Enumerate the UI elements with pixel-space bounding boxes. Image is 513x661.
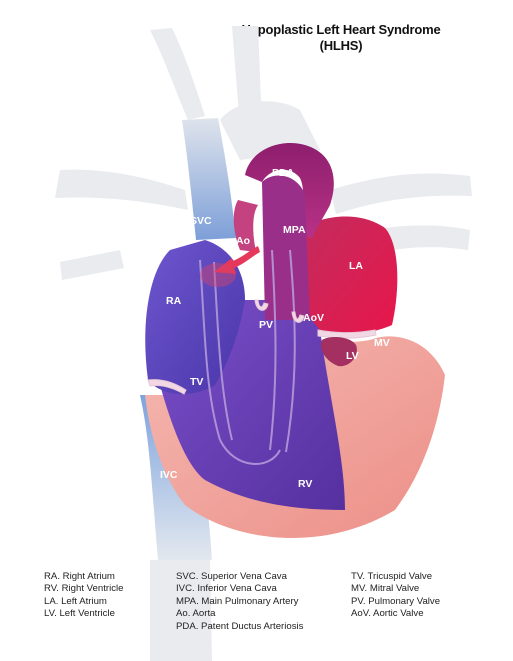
label-svc: SVC [190,215,212,227]
label-pv: PV [259,319,273,331]
main-pulmonary-artery-trunk [262,175,310,320]
label-mv: MV [374,337,390,349]
legend-column-chambers: RA. Right Atrium RV. Right Ventricle LA.… [44,571,123,621]
tricuspid-valve-mark [147,379,187,395]
label-tv: TV [190,376,203,388]
label-mpa: MPA [283,224,306,236]
legend-item: MV. Mitral Valve [351,583,420,595]
label-ao: Ao [236,235,250,247]
legend-column-valves: TV. Tricuspid Valve MV. Mitral Valve PV.… [351,571,440,621]
legend-column-vessels: SVC. Superior Vena Cava IVC. Inferior Ve… [176,571,303,633]
pda-arch [245,143,334,238]
label-pda: PDA [272,167,295,179]
label-ivc: IVC [160,469,178,481]
superior-vena-cava [182,118,236,240]
left-ventricle-shape [321,337,357,367]
title-line-2: (HLHS) [319,38,363,53]
aortic-valve-mark [291,311,305,323]
valve-marks [147,299,377,395]
legend-item: IVC. Inferior Vena Cava [176,583,277,595]
legend-item: RV. Right Ventricle [44,583,124,595]
legend-item: PV. Pulmonary Valve [351,595,441,607]
left-atrium-shape [300,216,398,336]
legend-item: SVC. Superior Vena Cava [176,571,287,582]
background-vessels [55,26,472,661]
label-aov: AoV [303,312,324,324]
label-rv: RV [298,478,312,490]
aorta-vessel [233,200,258,252]
vessel-outlines [199,249,296,465]
legend-item: PDA. Patent Ductus Arteriosis [176,620,304,632]
label-la: LA [349,260,363,272]
ra-mixing-glow [200,263,236,287]
pulmonary-valve-mark [254,299,269,311]
title-line-1: Hypoplastic Left Heart Syndrome [241,22,441,37]
legend-item: LA. Left Atrium [44,595,107,607]
legend-item: RA. Right Atrium [44,571,115,582]
legend-item: LV. Left Ventricle [44,608,115,620]
diagram-title: Hypoplastic Left Heart Syndrome (HLHS) [221,22,461,54]
shunt-arrow [214,246,260,274]
legend-item: Ao. Aorta [176,608,216,620]
right-ventricle-shape [160,300,345,510]
legend-item: AoV. Aortic Valve [351,608,424,620]
legend-item: MPA. Main Pulmonary Artery [176,595,299,607]
mitral-valve-mark [317,329,377,339]
legend-item: TV. Tricuspid Valve [351,571,433,582]
label-ra: RA [166,295,182,307]
label-lv: LV [346,350,359,362]
